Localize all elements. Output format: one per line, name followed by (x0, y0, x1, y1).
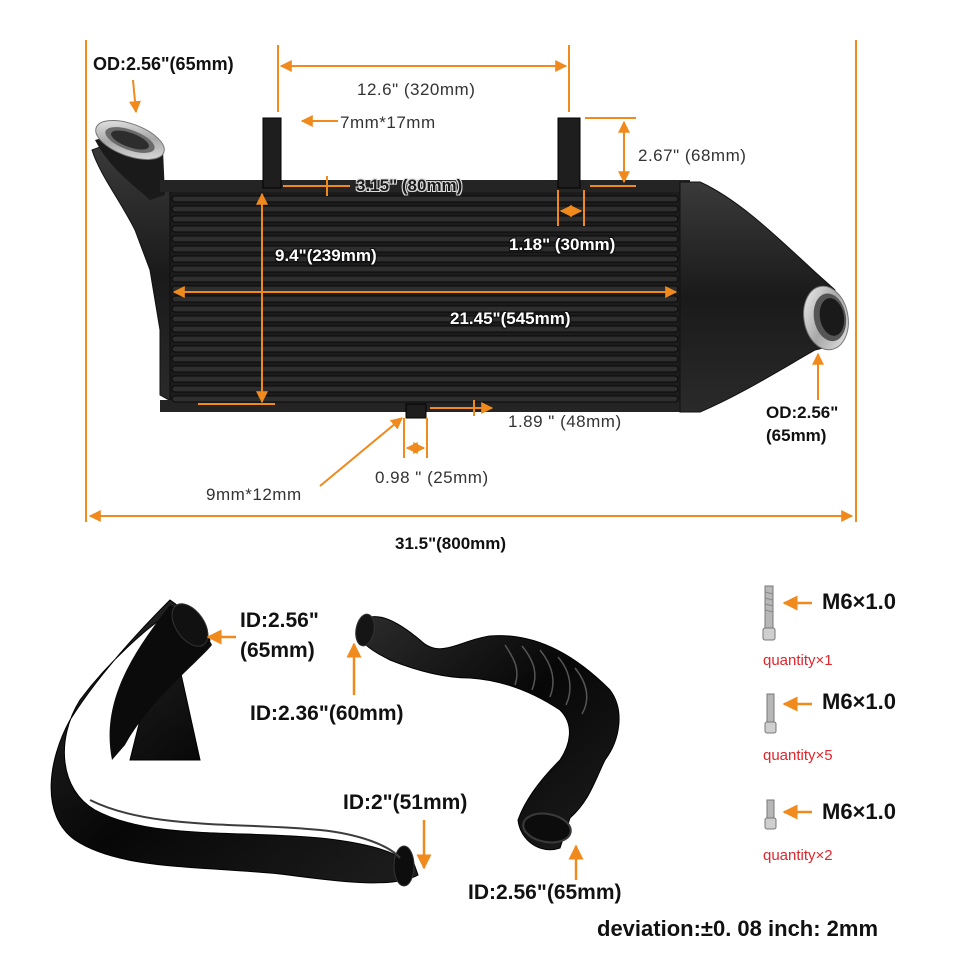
bracket-spacing-label: 12.6" (320mm) (357, 80, 476, 99)
hose-leaders (206, 629, 584, 880)
core-fin (171, 345, 679, 353)
core-fin (171, 355, 679, 363)
bolt-quantity-3: quantity×2 (763, 847, 833, 864)
core-fin (171, 385, 679, 393)
top-bracket-right (557, 117, 581, 189)
core-fins (171, 195, 679, 403)
bolt-medium (764, 693, 777, 734)
bolt-spec-1: M6×1.0 (822, 589, 896, 614)
bracket-size-bottom-label: 9mm*12mm (206, 485, 302, 504)
core-fin (171, 265, 679, 273)
bottom-bracket (405, 403, 427, 419)
left-hose-top-opening (171, 603, 209, 647)
bracket-offset-label: 3.15" (80mm) (356, 176, 463, 195)
core-fin (171, 375, 679, 383)
inlet-collar (95, 120, 165, 160)
left-hose-bottom-id: ID:2"(51mm) (343, 791, 468, 814)
core-fin (171, 395, 679, 403)
left-hose-top-id-line1: ID:2.56" (240, 609, 319, 632)
core-fin (171, 255, 679, 263)
core-fin (171, 245, 679, 253)
deviation-note: deviation:±0. 08 inch: 2mm (597, 916, 879, 941)
core-fin (171, 335, 679, 343)
core-fin (171, 365, 679, 373)
right-hose-bottom-id: ID:2.56"(65mm) (468, 881, 622, 904)
core-length-label: 21.45"(545mm) (450, 309, 571, 328)
inlet-od-label: OD:2.56"(65mm) (93, 54, 234, 74)
bracket-height-label: 2.67" (68mm) (638, 146, 747, 165)
bolts (762, 585, 812, 830)
core-fin (171, 195, 679, 203)
left-hose-bottom-opening (393, 845, 415, 887)
bracket-width-label: 1.18" (30mm) (509, 235, 616, 254)
dimension-lines (85, 40, 857, 522)
outlet-od-label-line2: (65mm) (766, 426, 827, 445)
core-fin (171, 225, 679, 233)
bolt-long (762, 585, 776, 641)
core-fin (171, 315, 679, 323)
core-fin (171, 295, 679, 303)
core-fin (171, 205, 679, 213)
outlet-collar (803, 285, 849, 351)
right-hose-ribs (504, 644, 588, 715)
bolt-quantity-2: quantity×5 (763, 747, 833, 764)
right-hose-top-opening (355, 613, 375, 647)
core-fin (171, 235, 679, 243)
top-bracket-left (262, 117, 282, 189)
right-hose-top-id: ID:2.36"(60mm) (250, 702, 404, 725)
bolt-quantity-1: quantity×1 (763, 652, 833, 669)
core-fin (171, 275, 679, 283)
core-fin (171, 215, 679, 223)
core-fin (171, 305, 679, 313)
core-height-label: 9.4"(239mm) (275, 246, 377, 265)
right-hose (357, 616, 620, 851)
bottom-bracket-offset-label: 1.89 " (48mm) (508, 412, 622, 431)
outlet-od-label-line1: OD:2.56" (766, 403, 839, 422)
bolt-short (764, 799, 777, 830)
bolt-spec-2: M6×1.0 (822, 689, 896, 714)
left-hose-top-id-line2: (65mm) (240, 639, 315, 662)
right-hose-bottom-opening (522, 812, 572, 844)
core-fin (171, 325, 679, 333)
bracket-size-top-label: 7mm*17mm (340, 113, 436, 132)
bottom-bracket-width-label: 0.98 " (25mm) (375, 468, 489, 487)
bolt-spec-3: M6×1.0 (822, 799, 896, 824)
overall-length-label: 31.5"(800mm) (395, 534, 507, 553)
silicone-hoses (50, 599, 620, 887)
